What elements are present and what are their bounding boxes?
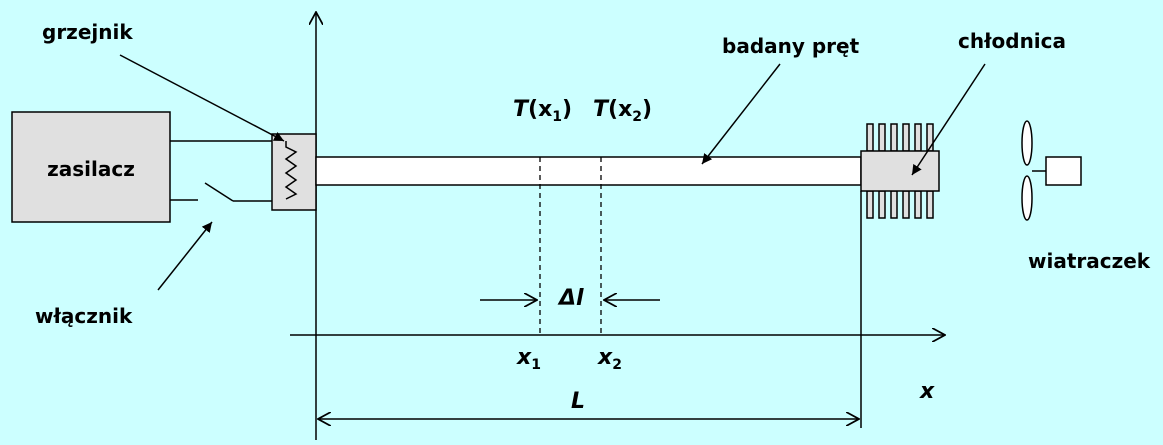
x-axis-label: x (919, 379, 935, 404)
heater-pointer-arrow (119, 54, 285, 142)
fan-icon (1021, 120, 1082, 221)
rod-pointer-arrow (701, 63, 781, 165)
power-supply-box (11, 111, 171, 223)
switch-label: włącznik (35, 304, 133, 328)
switch-lever (204, 182, 234, 202)
heater-coil (284, 141, 298, 200)
temperature-x2-label: T(x2) (593, 97, 652, 125)
fan-label: wiatraczek (1028, 249, 1151, 273)
x1-label: x1 (516, 345, 541, 373)
temperature-x1-label: T(x1) (513, 97, 572, 125)
heater-block (271, 133, 317, 211)
delta-l-label: Δl (557, 286, 584, 311)
cooler-block (860, 150, 940, 192)
cooler-pointer-arrow (911, 63, 986, 176)
power-supply-label: zasilacz (47, 157, 135, 181)
length-L-label: L (571, 389, 585, 414)
rod (315, 156, 862, 186)
switch-pointer-arrow (157, 221, 213, 291)
heater-label: grzejnik (42, 20, 133, 44)
x2-label: x2 (597, 345, 622, 373)
cooler-label: chłodnica (958, 29, 1066, 53)
rod-label: badany pręt (722, 34, 860, 58)
